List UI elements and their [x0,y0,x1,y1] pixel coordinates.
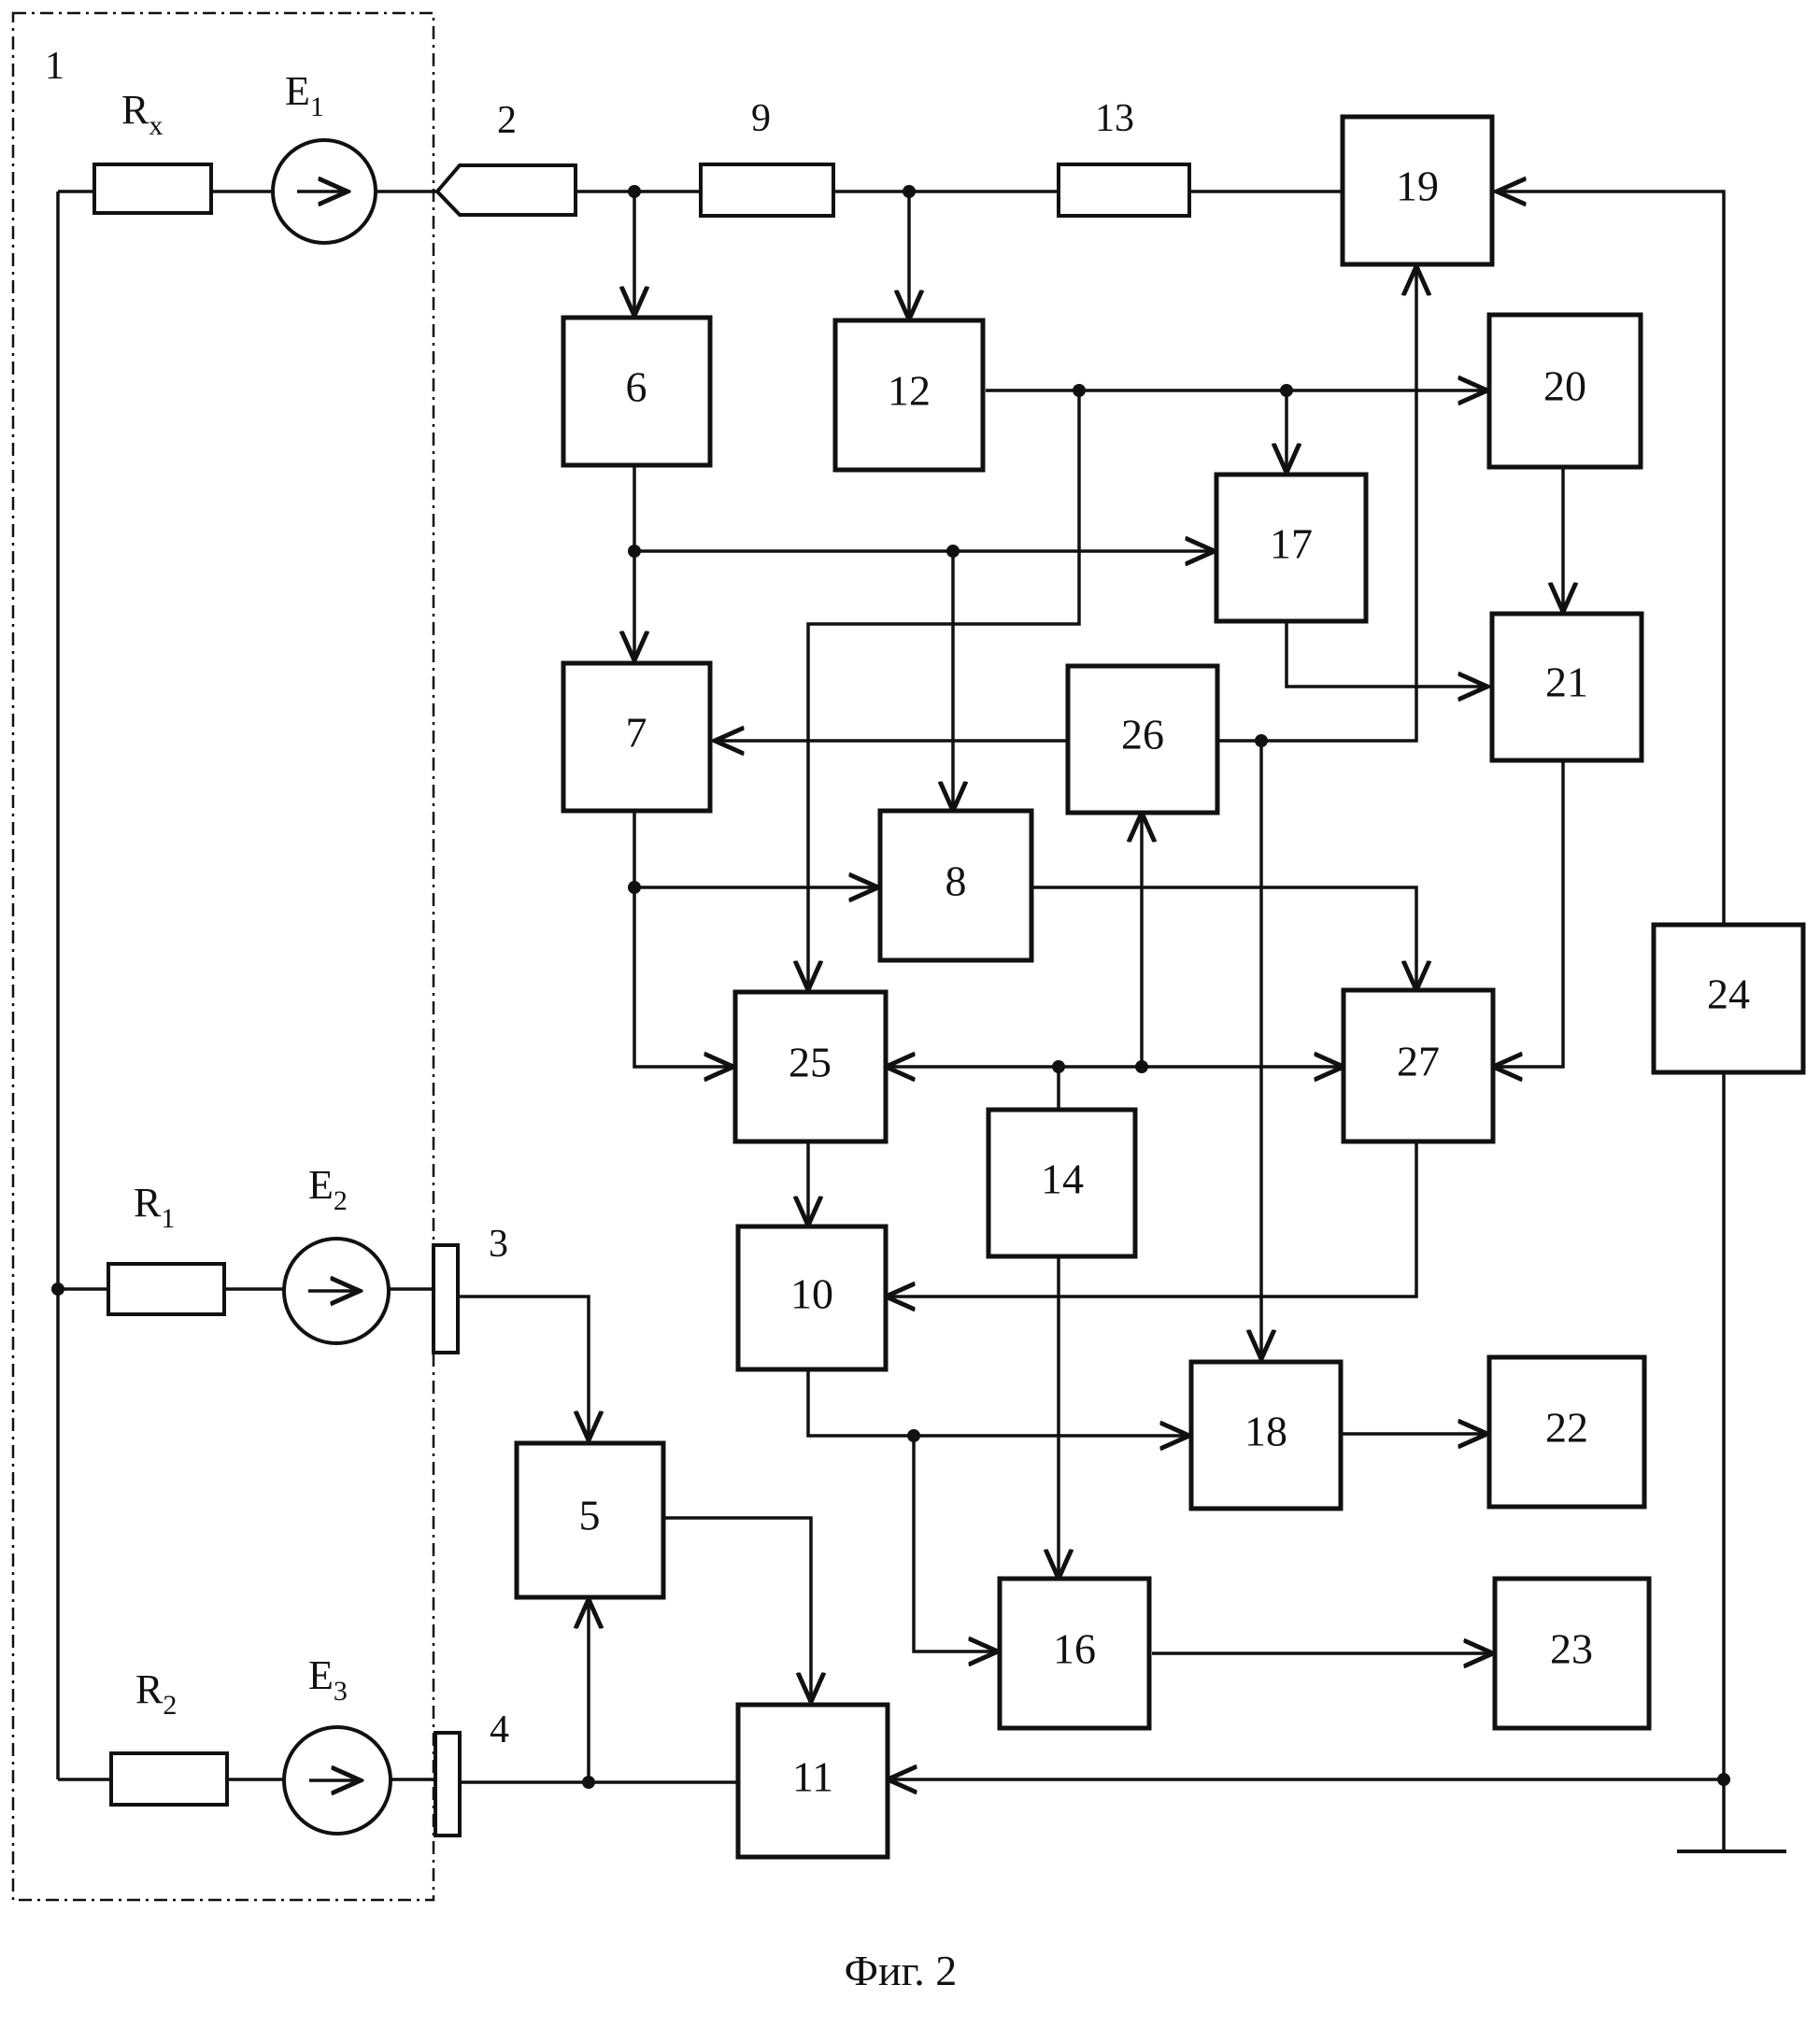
source-group-frame [13,13,434,1900]
probe-2 [437,165,576,215]
block-10: 10 [738,1226,886,1369]
block-8: 8 [880,811,1031,960]
resistor-r2-label: R2 [135,1666,177,1721]
resistor-r1-label: R1 [134,1180,175,1234]
block-19: 19 [1343,117,1492,264]
svg-text:19: 19 [1396,163,1439,210]
svg-text:21: 21 [1545,659,1588,706]
block-17: 17 [1216,475,1366,621]
block-5: 5 [517,1443,663,1597]
svg-text:16: 16 [1053,1625,1096,1673]
block-23: 23 [1495,1579,1649,1728]
svg-text:5: 5 [579,1492,601,1539]
figure-caption: Фиг. 2 [845,1947,958,1994]
svg-text:12: 12 [888,367,931,415]
resistor-rx [94,164,211,213]
electrode-4 [435,1733,460,1836]
emf-source-e3-label: E3 [308,1652,348,1707]
emf-source-e1-label: E1 [285,68,324,122]
resistor-9 [701,164,833,216]
block-14: 14 [988,1110,1135,1256]
block-6: 6 [563,318,710,465]
emf-source-e2-label: E2 [308,1162,348,1216]
electrode-3 [434,1245,458,1353]
block-20: 20 [1489,315,1641,467]
svg-text:18: 18 [1244,1408,1287,1455]
svg-text:20: 20 [1543,362,1586,410]
svg-text:6: 6 [626,363,647,411]
svg-text:25: 25 [789,1039,832,1086]
svg-text:7: 7 [626,709,647,757]
svg-text:24: 24 [1707,971,1750,1018]
block-22: 22 [1489,1357,1644,1507]
electrode-3-label: 3 [489,1223,508,1266]
source-group-label: 1 [45,45,64,88]
block-7: 7 [563,663,710,811]
resistor-rx-label: Rx [121,87,163,141]
block-21: 21 [1492,614,1642,760]
svg-text:27: 27 [1397,1038,1440,1085]
block-12: 12 [835,320,983,470]
block-25: 25 [735,992,886,1141]
probe-2-label: 2 [497,99,517,142]
svg-text:22: 22 [1545,1404,1588,1452]
resistor-13 [1059,164,1189,216]
resistor-13-label: 13 [1095,97,1134,140]
svg-text:17: 17 [1270,520,1313,568]
resistor-r2 [111,1753,227,1805]
block-27: 27 [1344,990,1493,1141]
block-11: 11 [738,1705,888,1857]
source-circuit: Rx E1 2 R1 E2 3 R2 E3 4 [51,68,576,1836]
svg-text:26: 26 [1121,711,1164,758]
svg-text:23: 23 [1550,1625,1593,1673]
electrode-4-label: 4 [490,1708,509,1751]
svg-text:11: 11 [792,1753,833,1801]
svg-text:10: 10 [790,1270,833,1318]
resistor-r1 [108,1264,224,1314]
blocks: 5 6 7 8 10 11 12 14 16 17 18 19 20 21 22… [517,117,1803,1857]
resistor-9-label: 9 [751,97,771,140]
svg-text:8: 8 [946,858,967,905]
block-26: 26 [1068,666,1217,813]
block-16: 16 [1000,1579,1149,1728]
block-18: 18 [1191,1362,1341,1509]
svg-text:14: 14 [1041,1155,1084,1203]
block-24: 24 [1654,925,1803,1072]
